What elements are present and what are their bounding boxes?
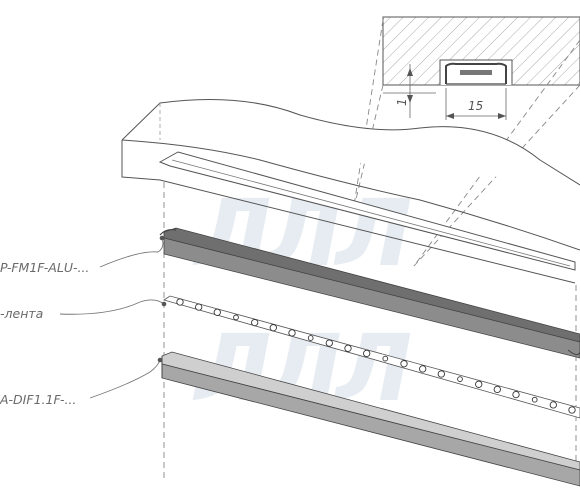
led-chip <box>233 314 239 321</box>
led-chip <box>419 365 427 373</box>
led-chips <box>176 298 576 414</box>
cross-section-detail: 1 15 <box>382 16 580 120</box>
led-chip <box>307 335 314 341</box>
diffuser <box>161 351 580 487</box>
led-chip <box>344 344 352 352</box>
led-chip <box>195 303 203 311</box>
diffuser-leader-line <box>89 359 161 399</box>
assembly-guide-lines <box>163 182 577 480</box>
width-dimension-label: 15 <box>468 99 483 113</box>
led-strip-label: -лента <box>0 306 43 321</box>
diffuser-label: A-DIF1.1F-... <box>0 392 76 407</box>
led-strip <box>163 295 580 419</box>
led-chip <box>512 390 520 399</box>
profile-leader-line <box>99 237 164 268</box>
led-chip <box>437 370 445 378</box>
profile-section <box>445 62 507 84</box>
led-chip <box>400 360 408 368</box>
led-chip <box>213 308 221 316</box>
led-chip <box>176 298 184 306</box>
callouts: P-FM1F-ALU-... -лента A-DIF1.1F-... <box>0 235 167 407</box>
profile-label: P-FM1F-ALU-... <box>0 260 89 275</box>
led-chip <box>493 385 501 394</box>
mounting-surface <box>121 98 580 284</box>
led-chip <box>251 318 259 327</box>
led-chip <box>475 380 483 388</box>
led-chip <box>457 376 463 382</box>
led-chip <box>531 396 538 403</box>
led-chip <box>363 349 371 358</box>
led-chip <box>288 329 296 337</box>
led-chip <box>269 324 277 332</box>
led-chip <box>568 406 576 414</box>
led-strip-leader-line <box>59 299 165 315</box>
led-chip <box>382 355 389 362</box>
led-strip-section <box>460 70 492 75</box>
mounting-groove <box>158 151 576 271</box>
led-chip <box>325 339 333 347</box>
depth-dimension-label: 1 <box>395 98 409 106</box>
led-chip <box>549 401 557 409</box>
